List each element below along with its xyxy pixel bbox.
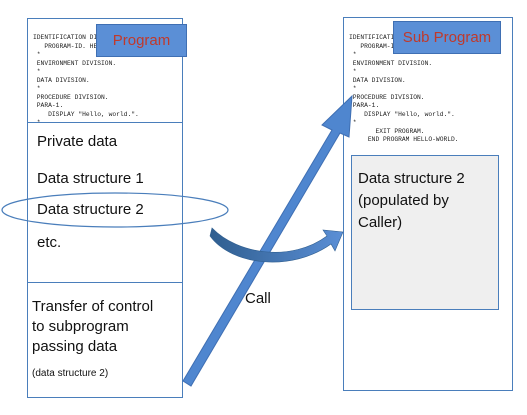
subprogram-data-text: Data structure 2 (populated by Caller) bbox=[358, 168, 498, 234]
subprogram-tag-first-letter: S bbox=[402, 29, 413, 46]
subprogram-data-line-3: Caller) bbox=[358, 214, 403, 231]
call-label: Call bbox=[245, 290, 271, 307]
private-data-heading: Private data bbox=[37, 133, 118, 150]
data-structure-1-label: Data structure 1 bbox=[37, 170, 144, 187]
transfer-line-2: to subprogram bbox=[32, 318, 129, 335]
private-data-box bbox=[27, 122, 183, 283]
data-structure-2-label: Data structure 2 bbox=[37, 201, 144, 218]
subprogram-data-line-1: Data structure 2 bbox=[358, 170, 465, 187]
data-passing-curve-arrow bbox=[209, 227, 344, 263]
subprogram-tag-rest: ub Program bbox=[412, 29, 492, 46]
transfer-text: Transfer of control to subprogram passin… bbox=[32, 297, 192, 357]
subprogram-data-line-2: (populated by bbox=[358, 192, 449, 209]
data-structure-2-highlight-ellipse bbox=[1, 192, 229, 228]
call-arrow bbox=[182, 94, 353, 387]
transfer-line-3: passing data bbox=[32, 338, 118, 355]
transfer-line-1: Transfer of control bbox=[32, 298, 154, 315]
transfer-note: (data structure 2) bbox=[32, 368, 109, 379]
program-tag-label: Program bbox=[112, 32, 171, 49]
program-tag: Program bbox=[96, 24, 187, 57]
etc-label: etc. bbox=[37, 234, 62, 251]
subprogram-data-box bbox=[351, 155, 499, 310]
